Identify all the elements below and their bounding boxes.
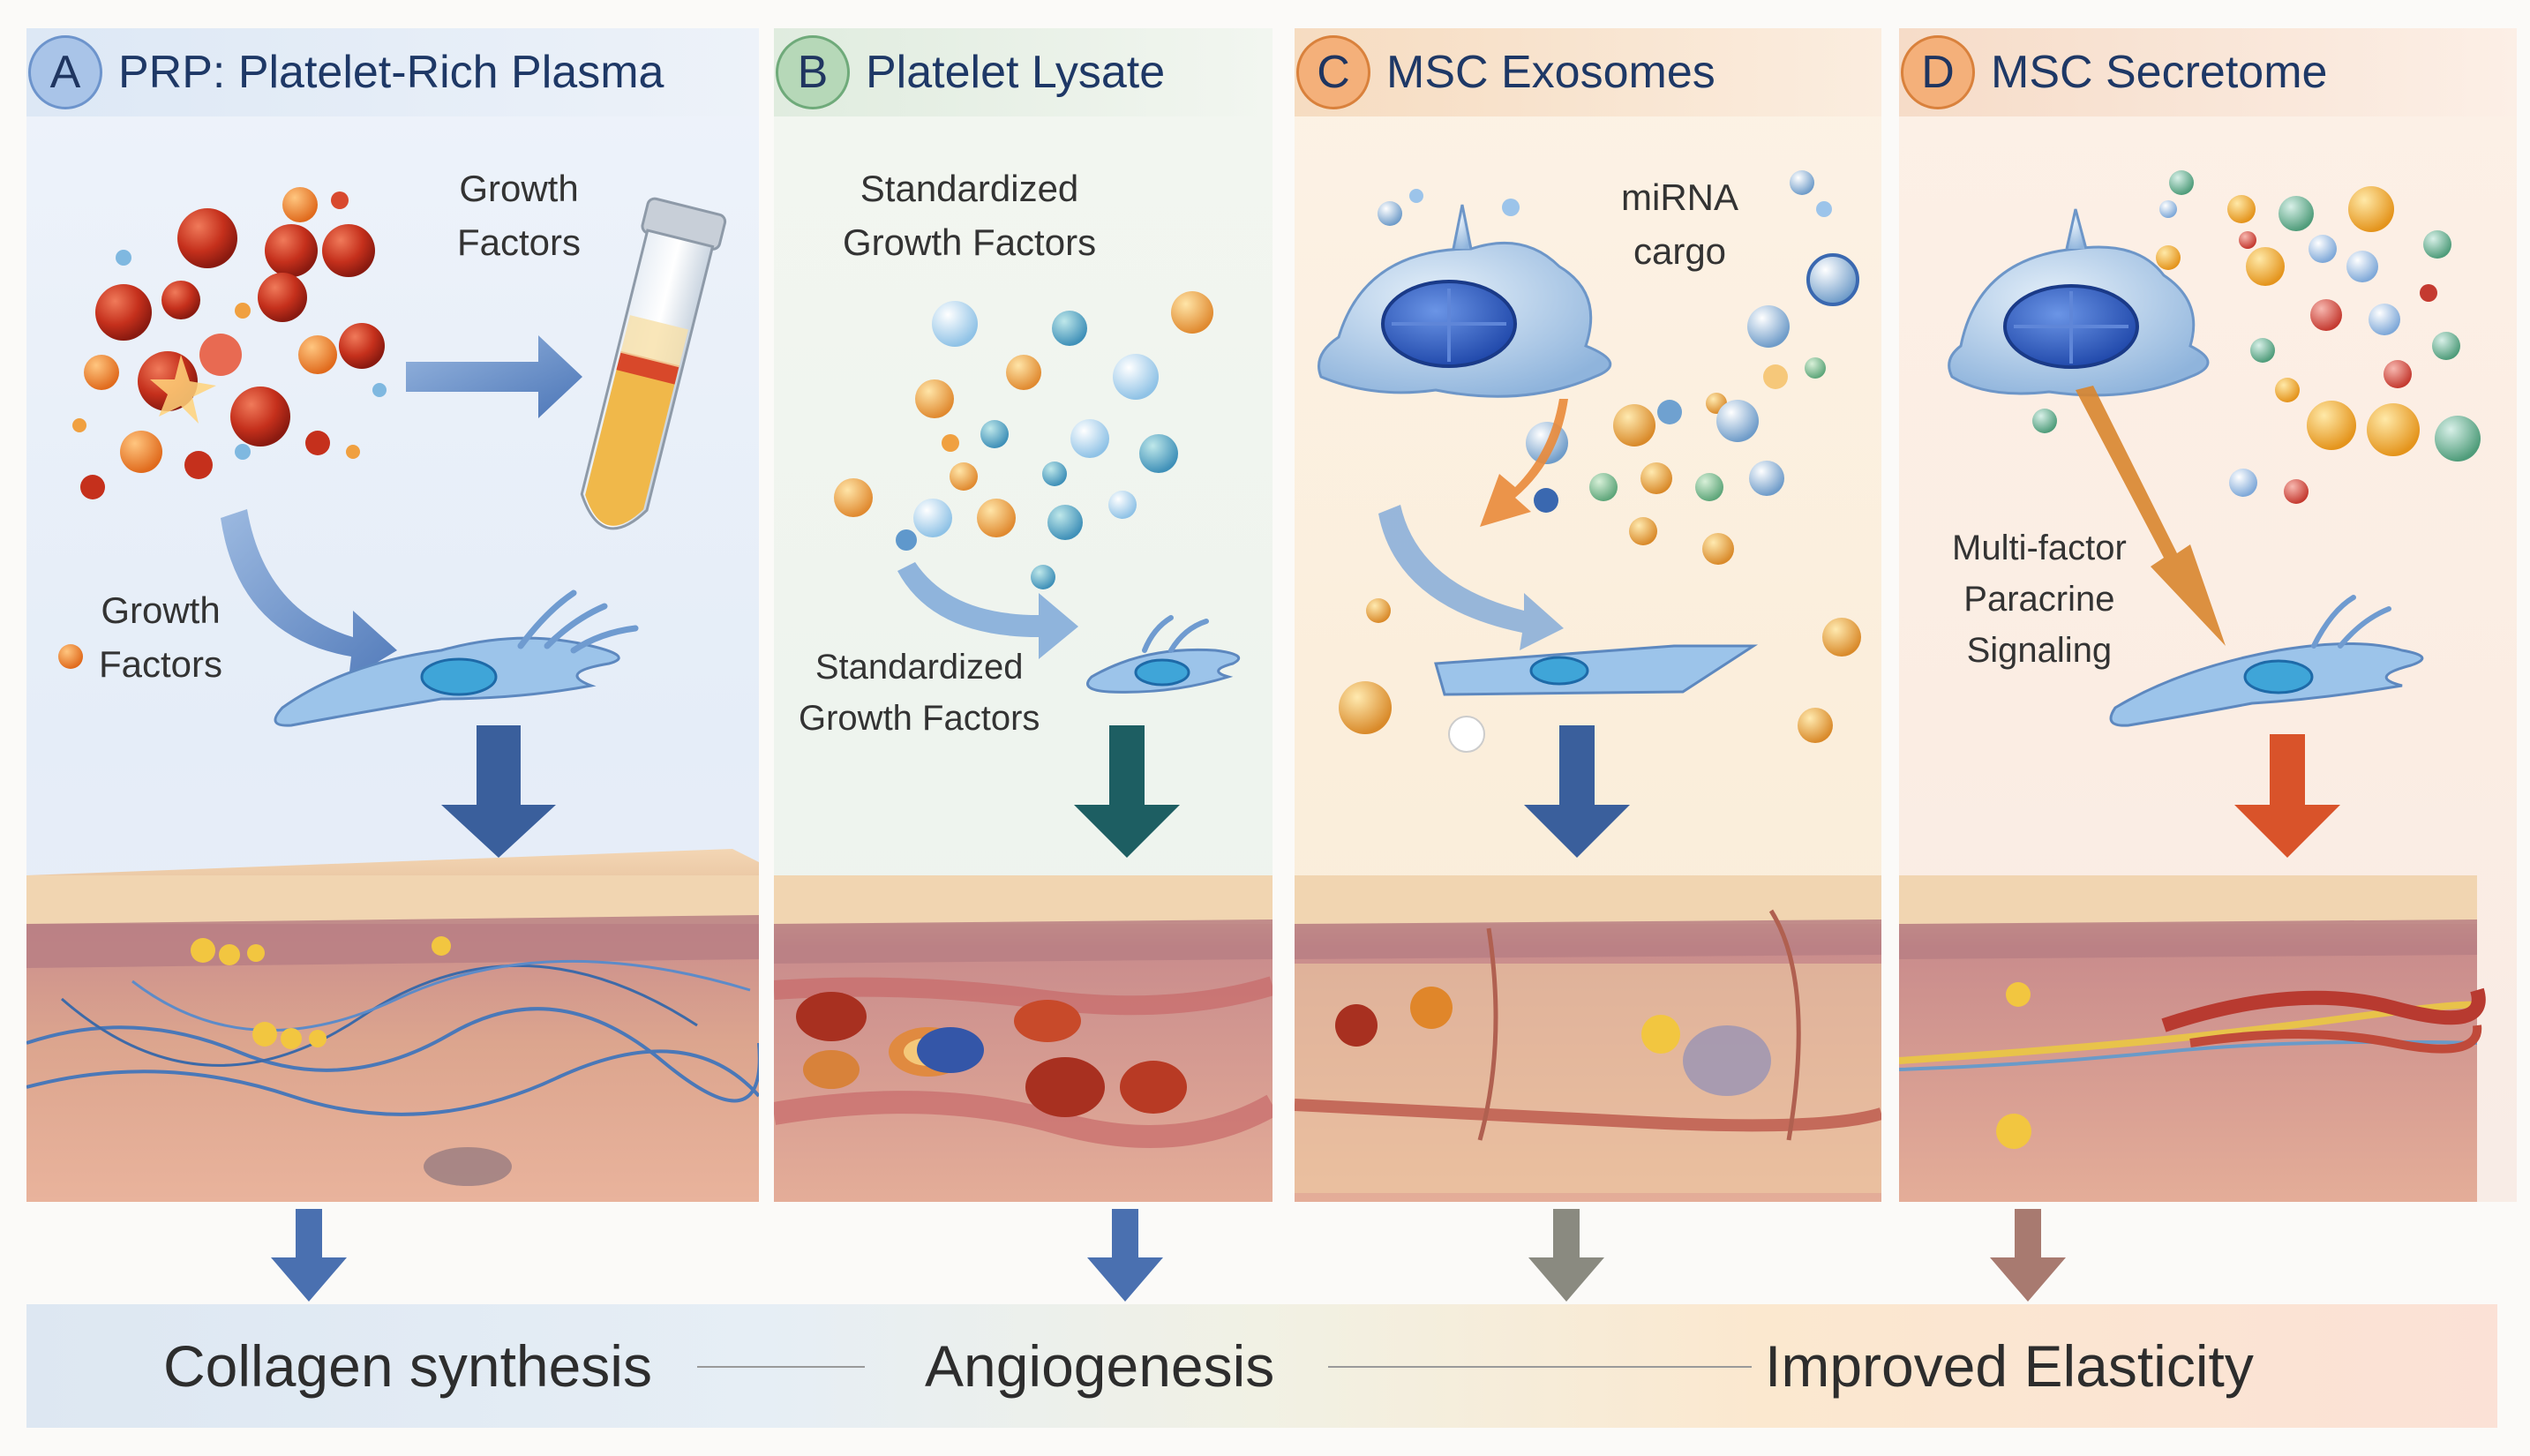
outcome-arrow-c [1528, 1209, 1604, 1302]
label-gf-tube-line2: Factors [457, 221, 582, 263]
panel-msc-exosomes: C MSC Exosomes [1295, 28, 1881, 1202]
panel-platelet-lysate: B Platelet Lysate [774, 28, 1273, 1202]
label-gf-cell-line1: Growth [101, 589, 221, 631]
outcome-collagen: Collagen synthesis [163, 1333, 652, 1399]
skin-section-b [774, 875, 1273, 1202]
panel-c-header: C MSC Exosomes [1295, 28, 1881, 116]
panel-c-illustration [1295, 170, 1881, 1202]
label-growth-factors-cell: Growth Factors [99, 584, 222, 692]
label-std-top-line1: Standardized [860, 168, 1079, 209]
secreted-factors [2032, 170, 2481, 504]
panel-c-badge: C [1296, 35, 1370, 109]
panel-a-title: PRP: Platelet-Rich Plasma [118, 47, 664, 98]
outcome-arrow-d [1990, 1209, 2066, 1302]
skin-section-c [1295, 875, 1881, 1202]
arrow-to-skin-c [1524, 725, 1630, 858]
panel-c-title: MSC Exosomes [1386, 47, 1715, 98]
label-gf-tube-line1: Growth [459, 168, 579, 209]
panel-b-badge: B [776, 35, 850, 109]
label-std-cell-line1: Standardized [815, 648, 1024, 687]
label-gf-cell-line2: Factors [99, 642, 223, 685]
fibroblast-cell-b [1086, 615, 1241, 694]
outcome-arrow-a [271, 1209, 347, 1302]
test-tube [580, 197, 727, 530]
outcome-elasticity: Improved Elasticity [1765, 1333, 2254, 1399]
label-mirna-cargo: miRNA cargo [1621, 171, 1738, 279]
connector-line-2 [1328, 1366, 1752, 1368]
panel-d-title: MSC Secretome [1991, 47, 2328, 98]
panel-a-header: A PRP: Platelet-Rich Plasma [26, 28, 759, 116]
panel-a-badge: A [28, 35, 102, 109]
panel-b-title: Platelet Lysate [866, 47, 1166, 98]
outcome-angiogenesis: Angiogenesis [925, 1333, 1275, 1399]
label-paracrine: Multi-factor Paracrine Signaling [1952, 522, 2127, 676]
outcome-arrow-b [1087, 1209, 1163, 1302]
panel-b-illustration [774, 291, 1273, 1202]
fibroblast-cell-c [1434, 644, 1759, 696]
arrow-to-skin-b [1074, 725, 1180, 858]
arrow-to-cell-c [1378, 505, 1564, 650]
label-paracrine-line2: Paracrine [1963, 580, 2115, 619]
platelet-cluster [72, 187, 387, 499]
panel-a-illustration [26, 187, 759, 1202]
growth-factor-bubbles [834, 291, 1213, 589]
label-standardized-cell: Standardized Growth Factors [799, 642, 1040, 744]
skin-section-d [1899, 875, 2486, 1202]
growth-factor-dot [58, 644, 83, 669]
panel-b-header: B Platelet Lysate [774, 28, 1273, 116]
label-paracrine-line1: Multi-factor [1952, 529, 2127, 567]
connector-line-1 [697, 1366, 865, 1368]
fibroblast-cell [274, 589, 639, 727]
label-std-top-line2: Growth Factors [843, 221, 1097, 263]
label-mirna-line2: cargo [1633, 229, 1727, 272]
outcomes-band [26, 1304, 2497, 1428]
arrow-to-cell [221, 509, 397, 679]
label-standardized-top: Standardized Growth Factors [843, 162, 1096, 270]
arrow-to-tube [406, 335, 582, 418]
panel-msc-secretome: D MSC Secretome [1899, 28, 2517, 1202]
label-mirna-line1: miRNA [1621, 176, 1738, 218]
skin-section-a [26, 849, 759, 1202]
panel-d-illustration [1899, 170, 2486, 1202]
label-std-cell-line2: Growth Factors [799, 699, 1040, 738]
arrow-to-cell-b [897, 562, 1078, 659]
orange-arrow-c [1480, 399, 1568, 527]
secretion-arrow [2076, 386, 2226, 646]
msc-cell-d [1948, 208, 2210, 397]
panel-prp: A PRP: Platelet-Rich Plasma [26, 28, 759, 1202]
arrow-to-skin-d [2234, 734, 2340, 858]
msc-cell [1318, 204, 1612, 398]
fibroblast-cell-d [2109, 595, 2424, 727]
label-growth-factors-tube: Growth Factors [457, 162, 581, 270]
panel-d-badge: D [1901, 35, 1975, 109]
label-paracrine-line3: Signaling [1966, 631, 2113, 670]
panel-d-header: D MSC Secretome [1899, 28, 2517, 116]
arrow-to-skin [441, 725, 556, 858]
